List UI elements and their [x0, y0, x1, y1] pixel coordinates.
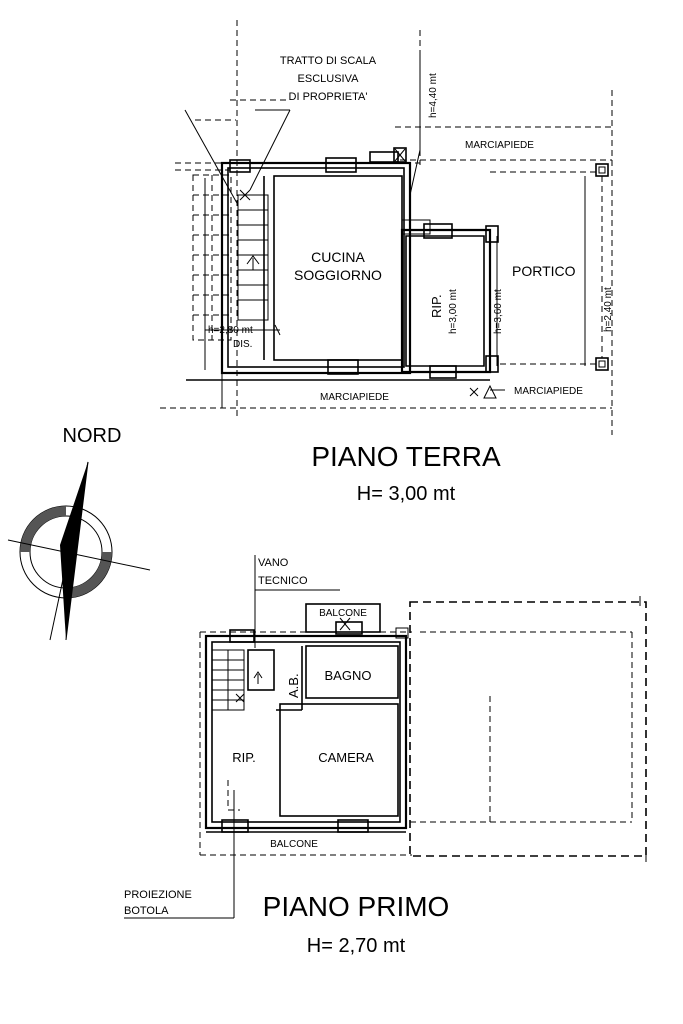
height-label-3-60: h=3,60 mt — [493, 289, 504, 334]
storage-label: RIP. — [429, 294, 444, 318]
sidewalk-bottom-label: MARCIAPIEDE — [320, 392, 389, 403]
stair-note-line2: ESCLUSIVA — [298, 73, 360, 85]
first-floor-title: PIANO PRIMO — [263, 891, 450, 922]
first-floor-plan — [124, 555, 647, 919]
kitchen-label-line2: SOGGIORNO — [294, 267, 382, 283]
porch-label: PORTICO — [512, 263, 576, 279]
bedroom-label: CAMERA — [318, 750, 374, 765]
stair-note-line3: DI PROPRIETA' — [289, 91, 368, 103]
hall-label: DIS. — [233, 339, 252, 350]
height-label-3-00: h=3,00 mt — [448, 289, 459, 334]
bathroom-label: BAGNO — [325, 668, 372, 683]
hatch-label-line2: BOTOLA — [124, 905, 169, 917]
storage-label-first: RIP. — [232, 750, 256, 765]
sidewalk-right-label: MARCIAPIEDE — [514, 386, 583, 397]
first-floor-height: H= 2,70 mt — [307, 935, 406, 957]
ground-floor-title: PIANO TERRA — [311, 441, 501, 472]
kitchen-label-line1: CUCINA — [311, 249, 365, 265]
ground-floor-plan — [160, 20, 613, 435]
balcony-bottom-label: BALCONE — [270, 839, 318, 850]
north-compass-icon — [7, 461, 151, 641]
ground-floor-height: H= 3,00 mt — [357, 483, 456, 505]
height-label-2-40: h=2,40 mt — [603, 287, 614, 332]
balcony-top-label: BALCONE — [319, 608, 367, 619]
height-label-2-80: h=2,80 mt — [208, 325, 253, 336]
tech-room-label-line1: VANO — [258, 557, 289, 569]
sidewalk-top-label: MARCIAPIEDE — [465, 140, 534, 151]
ab-label: A.B. — [286, 673, 301, 698]
stair-note-line1: TRATTO DI SCALA — [280, 55, 377, 67]
tech-room-label-line2: TECNICO — [258, 575, 308, 587]
north-label: NORD — [63, 425, 122, 447]
hatch-label-line1: PROIEZIONE — [124, 889, 192, 901]
height-label-4-40: h=4,40 mt — [428, 73, 439, 118]
